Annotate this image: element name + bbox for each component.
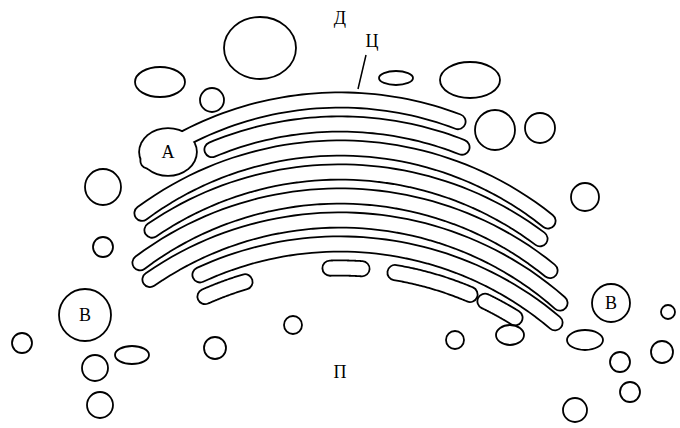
vesicle xyxy=(85,169,121,205)
vesicles xyxy=(12,17,675,422)
cisterna xyxy=(395,273,470,295)
part-letter: В xyxy=(605,294,617,312)
part-letter: В xyxy=(79,306,91,324)
vesicle xyxy=(440,62,500,98)
vesicle xyxy=(135,67,185,97)
cisterna-outline xyxy=(330,260,362,278)
vesicle xyxy=(651,341,673,363)
cisterna xyxy=(205,282,245,297)
vesicle-outline xyxy=(59,289,111,341)
golgi-cisterna: А xyxy=(118,76,480,188)
cisterna xyxy=(330,268,362,270)
cisterna-lumen xyxy=(205,282,245,297)
cisterna xyxy=(485,301,515,317)
vesicle xyxy=(82,355,108,381)
cisterna-outline xyxy=(200,244,555,323)
vesicle xyxy=(284,316,302,334)
vesicle xyxy=(661,305,675,319)
cisterna-lumen xyxy=(330,261,362,275)
vesicle xyxy=(379,71,413,85)
vesicle xyxy=(620,382,640,402)
label-anchor: Ц xyxy=(366,32,379,51)
cisterna-lumen xyxy=(395,273,470,295)
vesicle-circle: В xyxy=(58,288,112,342)
cisterna-outline xyxy=(395,273,470,295)
label-anchor: Д xyxy=(334,9,346,28)
vesicle xyxy=(87,392,113,418)
region-letter: П xyxy=(334,363,347,381)
cisterna-lumen xyxy=(140,129,196,175)
vesicle xyxy=(571,183,599,211)
cisterna-outline xyxy=(205,282,245,297)
cisterna xyxy=(200,244,555,323)
leader-line xyxy=(358,55,366,89)
vesicle xyxy=(563,398,587,422)
vesicle xyxy=(12,333,32,353)
cisterna-outline xyxy=(485,301,515,317)
label-anchor: П xyxy=(334,363,347,382)
vesicle xyxy=(93,237,113,257)
vesicle xyxy=(567,330,603,350)
region-letter: Ц xyxy=(366,32,379,50)
part-letter: А xyxy=(162,143,175,161)
vesicle-outline xyxy=(592,284,630,322)
vesicle xyxy=(475,110,515,150)
vesicle xyxy=(610,352,630,372)
vesicle xyxy=(525,113,555,143)
cisternae xyxy=(140,124,560,323)
vesicle-circle: В xyxy=(591,283,631,323)
vesicle xyxy=(224,17,296,79)
cisterna-lumen xyxy=(200,244,555,323)
node-shape xyxy=(118,76,480,188)
vesicle xyxy=(200,88,224,112)
vesicle xyxy=(496,325,524,345)
vesicle xyxy=(446,331,464,349)
vesicle xyxy=(115,346,149,364)
cisterna-lumen xyxy=(485,301,515,317)
region-letter: Д xyxy=(334,9,346,27)
vesicle xyxy=(204,337,226,359)
